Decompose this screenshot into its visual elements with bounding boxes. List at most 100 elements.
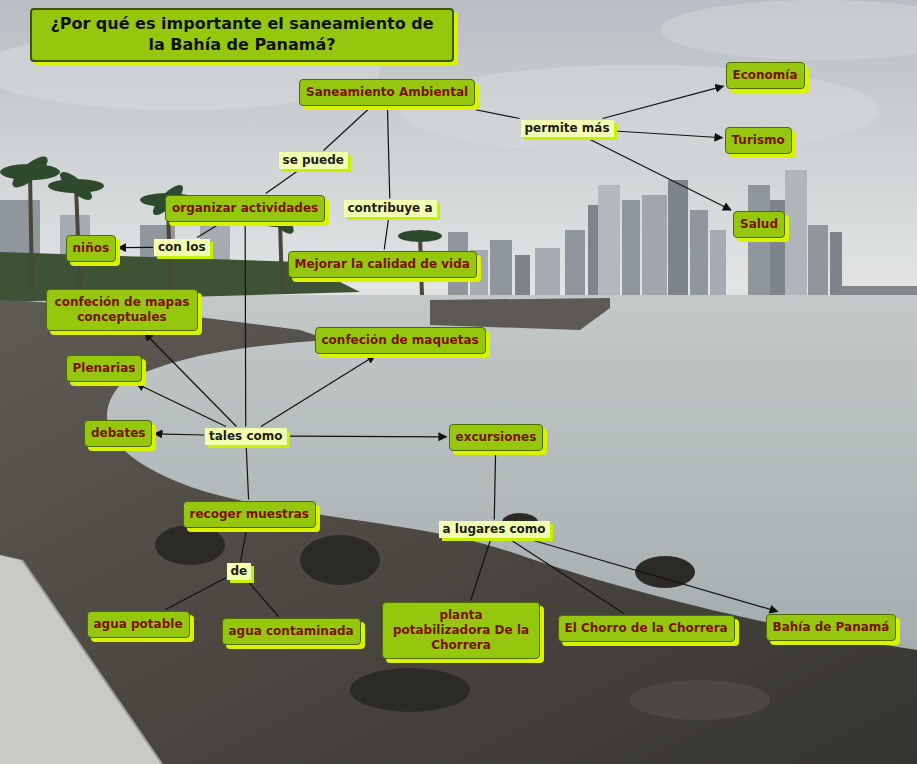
connector: [197, 223, 221, 238]
node-text: de: [231, 564, 248, 579]
building: [808, 225, 828, 300]
connector: [384, 218, 388, 250]
seawall-edge: [22, 560, 162, 764]
connector: [527, 539, 778, 612]
palm-fronds: [0, 152, 442, 242]
node-text: planta potabilizadora De la Chorrera: [389, 608, 533, 653]
linking-phrase: contribuye a: [344, 200, 437, 217]
node-text: Salud: [740, 217, 778, 232]
building: [710, 230, 726, 300]
building: [622, 200, 640, 300]
linking-phrase: se puede: [279, 152, 348, 169]
concept-box: Saneamiento Ambiental: [299, 79, 475, 106]
node-text: se puede: [283, 153, 344, 168]
rock: [630, 680, 770, 720]
concept-box: Plenarias: [66, 355, 143, 382]
connector: [586, 138, 731, 210]
palm-frond: [398, 230, 442, 242]
concept-box: planta potabilizadora De la Chorrera: [382, 602, 540, 659]
node-text: Mejorar la calidad de vida: [295, 257, 470, 272]
connector: [154, 434, 204, 435]
seawall: [0, 555, 162, 764]
connector: [471, 539, 491, 601]
connector: [118, 247, 153, 249]
node-text: niños: [73, 241, 110, 256]
concept-box: confeción de mapas conceptuales: [46, 289, 198, 331]
node-text: confeción de mapas conceptuales: [53, 295, 191, 325]
concept-box: recoger muestras: [183, 501, 316, 528]
cloud: [660, 0, 917, 60]
linking-phrase: con los: [154, 239, 210, 256]
connector: [247, 581, 278, 617]
connector: [460, 107, 520, 119]
palm-trunk: [30, 172, 32, 290]
building: [785, 170, 807, 300]
node-text: tales como: [209, 429, 283, 444]
sea: [0, 295, 917, 764]
building: [748, 185, 770, 300]
connector: [261, 356, 375, 427]
node-text: Turismo: [732, 133, 785, 148]
linking-phrase: de: [227, 563, 252, 580]
palm-trunk: [280, 220, 282, 290]
rocky-shore: [0, 300, 917, 764]
connector: [603, 86, 724, 118]
building: [690, 210, 708, 300]
node-text: contribuye a: [348, 201, 433, 216]
building: [642, 195, 667, 300]
concept-box: agua potable: [87, 611, 190, 638]
node-text: agua contaminada: [229, 624, 354, 639]
connector: [246, 446, 248, 500]
node-text: excursiones: [456, 430, 537, 445]
connector: [166, 578, 226, 609]
node-text: a lugares como: [443, 522, 546, 537]
concept-box: niños: [66, 235, 117, 262]
connector: [245, 223, 247, 427]
linking-phrase: permite más: [521, 120, 614, 137]
concept-box: Economía: [726, 62, 805, 89]
node-text: confeción de maquetas: [322, 333, 479, 348]
title-text: ¿Por qué es importante el saneamiento de…: [40, 14, 444, 56]
connector: [241, 529, 247, 562]
connector: [494, 452, 495, 520]
rock: [300, 535, 380, 585]
node-text: Bahía de Panamá: [773, 620, 890, 635]
palm-frond: [8, 152, 52, 193]
connector: [615, 131, 723, 138]
breakwater: [430, 298, 610, 330]
connector: [288, 436, 447, 438]
concept-box: Turismo: [725, 127, 792, 154]
rock: [350, 668, 470, 712]
node-text: debates: [91, 426, 145, 441]
node-text: Plenarias: [73, 361, 136, 376]
concept-box: organizar actividades: [165, 195, 325, 222]
node-text: recoger muestras: [190, 507, 309, 522]
node-text: Saneamiento Ambiental: [306, 85, 468, 100]
building: [598, 185, 620, 300]
building: [668, 180, 688, 300]
node-text: con los: [158, 240, 206, 255]
node-text: organizar actividades: [172, 201, 318, 216]
node-text: El Chorro de la Chorrera: [565, 621, 728, 636]
linking-phrase: tales como: [205, 428, 287, 445]
node-text: permite más: [525, 121, 610, 136]
concept-box: Mejorar la calidad de vida: [288, 251, 477, 278]
building: [490, 240, 512, 300]
building: [515, 255, 530, 300]
concept-box: Salud: [733, 211, 785, 238]
rocks: [155, 513, 770, 720]
concept-box: Bahía de Panamá: [766, 614, 897, 641]
title-box: ¿Por qué es importante el saneamiento de…: [30, 8, 454, 62]
linking-phrase: a lugares como: [439, 521, 550, 538]
concept-box: El Chorro de la Chorrera: [558, 615, 735, 642]
palm-frond: [56, 168, 96, 204]
connector: [266, 170, 300, 194]
connector: [324, 107, 372, 151]
concept-box: agua contaminada: [222, 618, 361, 645]
node-text: agua potable: [94, 617, 183, 632]
connector: [387, 107, 389, 199]
connector: [145, 333, 237, 427]
concept-box: confeción de maquetas: [315, 327, 486, 354]
rock: [155, 525, 225, 565]
